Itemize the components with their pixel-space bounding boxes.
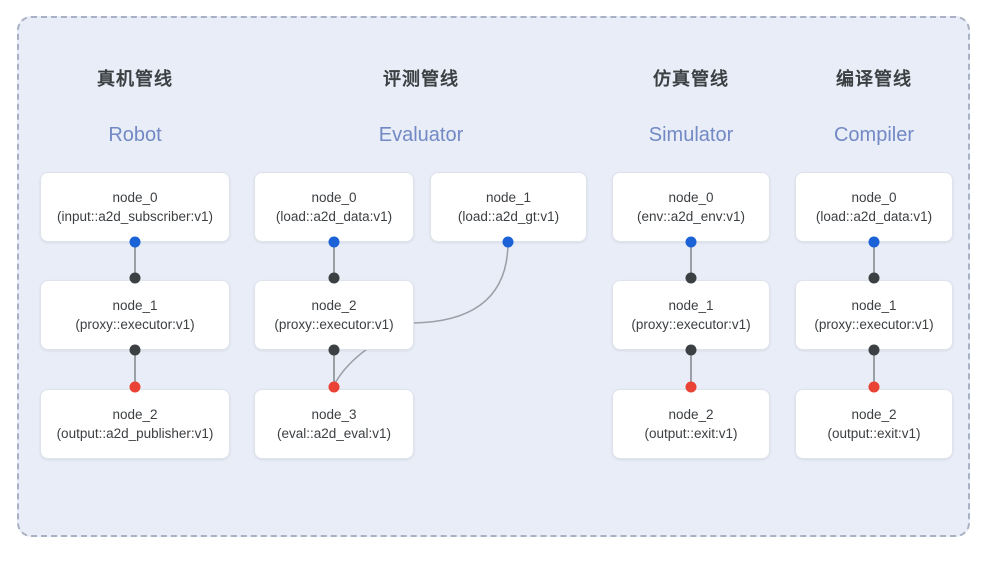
node-type: (proxy::executor:v1)	[274, 317, 394, 332]
node-type: (load::a2d_gt:v1)	[457, 209, 560, 224]
node-compiler-1[interactable]: node_1 (proxy::executor:v1)	[795, 280, 953, 350]
node-type: (output::a2d_publisher:v1)	[56, 426, 214, 441]
node-name: node_1	[668, 298, 714, 313]
node-evaluator-3[interactable]: node_3 (eval::a2d_eval:v1)	[254, 389, 414, 459]
node-type: (proxy::executor:v1)	[75, 317, 195, 332]
link-robot-1-2	[134, 350, 136, 387]
node-type: (eval::a2d_eval:v1)	[276, 426, 392, 441]
port-compiler-2-in[interactable]	[868, 381, 880, 393]
port-robot-1-out[interactable]	[129, 344, 141, 356]
node-evaluator-2[interactable]: node_2 (proxy::executor:v1)	[254, 280, 414, 350]
node-name: node_1	[851, 298, 897, 313]
port-simulator-1-in[interactable]	[685, 272, 697, 284]
column-title-cn-evaluator: 评测管线	[383, 69, 459, 89]
port-robot-1-in[interactable]	[129, 272, 141, 284]
node-compiler-0[interactable]: node_0 (load::a2d_data:v1)	[795, 172, 953, 242]
column-title-cn-robot: 真机管线	[97, 69, 173, 89]
port-compiler-0-out[interactable]	[868, 236, 880, 248]
node-evaluator-0[interactable]: node_0 (load::a2d_data:v1)	[254, 172, 414, 242]
node-robot-0[interactable]: node_0 (input::a2d_subscriber:v1)	[40, 172, 230, 242]
node-simulator-1[interactable]: node_1 (proxy::executor:v1)	[612, 280, 770, 350]
node-type: (load::a2d_data:v1)	[815, 209, 933, 224]
port-evaluator-1-out[interactable]	[502, 236, 514, 248]
column-title-en-robot: Robot	[108, 124, 162, 146]
link-compiler-1-2	[873, 350, 875, 387]
column-title-en-simulator: Simulator	[648, 124, 734, 146]
node-name: node_1	[485, 190, 532, 205]
node-name: node_0	[668, 190, 714, 205]
node-type: (output::exit:v1)	[827, 426, 921, 441]
node-type: (load::a2d_data:v1)	[275, 209, 393, 224]
node-type: (output::exit:v1)	[644, 426, 738, 441]
link-robot-0-1	[134, 242, 136, 278]
node-robot-1[interactable]: node_1 (proxy::executor:v1)	[40, 280, 230, 350]
link-simulator-1-2	[690, 350, 692, 387]
node-name: node_0	[112, 190, 158, 205]
port-simulator-0-out[interactable]	[685, 236, 697, 248]
port-evaluator-2-out[interactable]	[328, 344, 340, 356]
node-name: node_2	[112, 407, 158, 422]
column-title-en-compiler: Compiler	[833, 124, 915, 146]
node-name: node_3	[311, 407, 357, 422]
port-robot-2-in[interactable]	[129, 381, 141, 393]
port-compiler-1-out[interactable]	[868, 344, 880, 356]
port-simulator-1-out[interactable]	[685, 344, 697, 356]
node-type: (proxy::executor:v1)	[814, 317, 934, 332]
node-type: (proxy::executor:v1)	[631, 317, 751, 332]
column-title-cn-simulator: 仿真管线	[653, 69, 729, 89]
node-name: node_1	[112, 298, 158, 313]
node-simulator-0[interactable]: node_0 (env::a2d_env:v1)	[612, 172, 770, 242]
node-robot-2[interactable]: node_2 (output::a2d_publisher:v1)	[40, 389, 230, 459]
column-title-cn-compiler: 编译管线	[836, 69, 912, 89]
node-simulator-2[interactable]: node_2 (output::exit:v1)	[612, 389, 770, 459]
column-title-en-evaluator: Evaluator	[378, 124, 464, 146]
link-evaluator-0-2	[333, 242, 335, 278]
port-compiler-1-in[interactable]	[868, 272, 880, 284]
port-evaluator-3-in[interactable]	[328, 381, 340, 393]
link-simulator-0-1	[690, 242, 692, 278]
port-evaluator-2-in[interactable]	[328, 272, 340, 284]
node-name: node_0	[851, 190, 897, 205]
node-name: node_2	[668, 407, 714, 422]
node-evaluator-1[interactable]: node_1 (load::a2d_gt:v1)	[430, 172, 587, 242]
port-robot-0-out[interactable]	[129, 236, 141, 248]
node-compiler-2[interactable]: node_2 (output::exit:v1)	[795, 389, 953, 459]
port-simulator-2-in[interactable]	[685, 381, 697, 393]
node-type: (input::a2d_subscriber:v1)	[56, 209, 214, 224]
link-compiler-0-1	[873, 242, 875, 278]
node-name: node_2	[311, 298, 357, 313]
port-evaluator-0-out[interactable]	[328, 236, 340, 248]
node-type: (env::a2d_env:v1)	[636, 209, 746, 224]
node-name: node_2	[851, 407, 897, 422]
node-name: node_0	[311, 190, 357, 205]
